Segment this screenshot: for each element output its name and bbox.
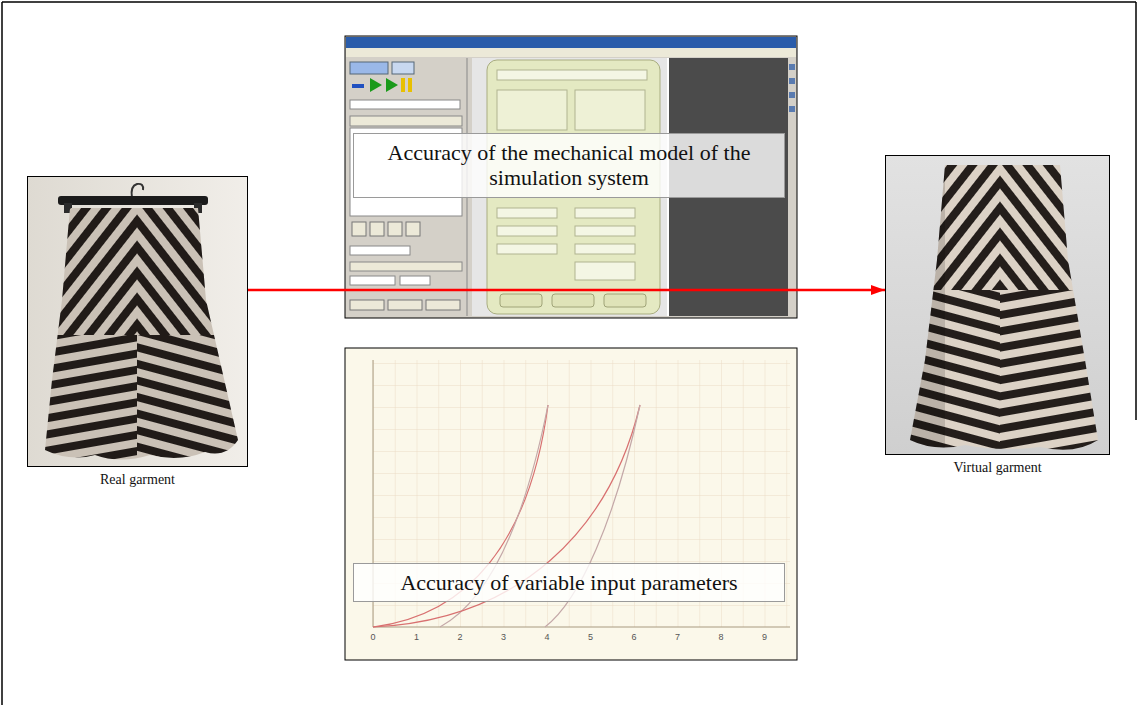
software-screenshot — [350, 300, 384, 310]
software-screenshot — [426, 300, 460, 310]
software-screenshot — [370, 222, 384, 236]
axis-tick-label: 4 — [544, 632, 549, 642]
software-screenshot — [406, 222, 420, 236]
text-band: Accuracy of the mechanical model of the … — [353, 133, 785, 198]
photo-border — [27, 176, 248, 467]
software-screenshot — [400, 276, 430, 285]
software-screenshot — [352, 84, 364, 88]
software-screenshot — [497, 90, 567, 130]
software-screenshot — [789, 92, 795, 98]
axis-tick-label: 0 — [370, 632, 375, 642]
software-screenshot — [575, 90, 645, 130]
software-screenshot — [388, 222, 402, 236]
box-label: Accuracy of the mechanical model of the … — [364, 140, 774, 191]
software-screenshot — [401, 78, 405, 92]
software-screenshot — [370, 78, 382, 92]
software-screenshot — [575, 262, 635, 280]
software-screenshot — [408, 78, 412, 92]
virtual-garment-render — [885, 160, 945, 460]
virtual-garment-render — [1000, 160, 1110, 290]
software-screenshot — [350, 276, 395, 285]
software-screenshot — [575, 226, 635, 236]
virtual-garment-render — [1000, 290, 1110, 460]
software-screenshot — [352, 222, 366, 236]
stress-strain-chart — [373, 627, 790, 628]
software-screenshot — [392, 62, 414, 74]
real-garment-photo — [27, 176, 248, 470]
axis-tick-label: 3 — [501, 632, 506, 642]
software-screenshot — [604, 294, 646, 307]
software-screenshot — [350, 246, 410, 255]
software-screenshot — [346, 48, 796, 57]
photo-border — [885, 155, 1110, 455]
outer-frame — [2, 1, 1136, 3]
stress-strain-chart — [345, 348, 797, 660]
axis-tick-label: 9 — [762, 632, 767, 642]
software-screenshot — [575, 244, 635, 254]
real-garment-photo — [27, 200, 248, 470]
software-screenshot — [345, 36, 797, 318]
box-label: Accuracy of variable input parameters — [364, 570, 774, 595]
photo-node: Real garment — [27, 176, 248, 488]
software-screenshot — [575, 208, 635, 218]
real-garment-photo — [132, 184, 144, 198]
software-screenshot — [386, 78, 398, 92]
virtual-garment-render — [885, 155, 1110, 460]
software-screenshot — [789, 106, 795, 112]
software-screenshot — [350, 116, 462, 126]
axis-tick-label: 2 — [457, 632, 462, 642]
software-screenshot — [497, 208, 557, 218]
figure-caption: Virtual garment — [885, 460, 1110, 476]
software-screenshot — [350, 62, 388, 74]
software-screenshot — [350, 262, 462, 271]
software-screenshot — [350, 100, 460, 109]
software-screenshot — [789, 78, 795, 84]
real-garment-photo — [27, 200, 248, 470]
software-screenshot — [789, 64, 795, 70]
software-screenshot — [552, 294, 594, 307]
figure-caption: Real garment — [27, 472, 248, 488]
axis-tick-label: 6 — [631, 632, 636, 642]
stress-strain-chart — [345, 348, 797, 660]
outer-frame — [1135, 2, 1137, 420]
software-screenshot — [388, 300, 422, 310]
software-screenshot — [497, 226, 557, 236]
virtual-garment-render — [885, 160, 1110, 460]
software-screenshot — [497, 70, 647, 80]
axis-tick-label: 1 — [414, 632, 419, 642]
outer-frame — [1, 2, 3, 705]
software-screenshot — [345, 36, 797, 318]
axis-tick-label: 7 — [675, 632, 680, 642]
software-screenshot — [497, 244, 557, 254]
axis-tick-label: 8 — [718, 632, 723, 642]
text-band: Accuracy of variable input parameters — [353, 563, 785, 602]
axis-tick-label: 5 — [588, 632, 593, 642]
software-screenshot — [788, 58, 796, 316]
software-screenshot — [346, 37, 796, 48]
software-screenshot — [500, 294, 542, 307]
real-garment-photo — [58, 196, 208, 205]
flow-arrow — [248, 289, 885, 292]
photo-node: Virtual garment — [885, 155, 1110, 476]
